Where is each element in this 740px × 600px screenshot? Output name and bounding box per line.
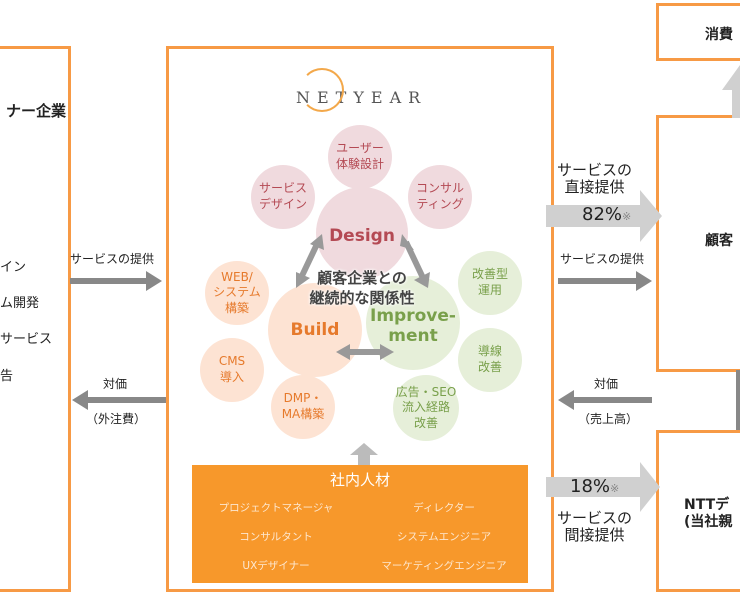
left-pay-arrow xyxy=(72,390,166,410)
note-mark: ※ xyxy=(610,482,620,495)
direct-pct-value: 82% xyxy=(582,204,623,225)
design-item: ユーザー 体験設計 xyxy=(328,125,392,189)
partner-title: ナー企業 xyxy=(6,102,67,120)
design-item: コンサル ティング xyxy=(408,165,472,229)
improvement-item: 改善型 運用 xyxy=(458,251,522,315)
right-service-label: サービスの提供 xyxy=(560,252,645,266)
partner-item: サービス xyxy=(0,332,53,347)
staff-role: マーケティングエンジニア xyxy=(381,560,507,572)
build-item: CMS 導入 xyxy=(200,338,264,402)
note-mark: ※ xyxy=(622,210,632,223)
consumer-up-arrow xyxy=(722,65,740,118)
build-item: WEB/ システム 構築 xyxy=(205,261,269,325)
design-item: サービス デザイン xyxy=(251,165,315,229)
partner-item: 告 xyxy=(0,369,14,384)
staff-up-arrow xyxy=(350,443,378,465)
left-pay-label: 対価 xyxy=(103,377,128,391)
right-indirect-arrow xyxy=(546,462,660,512)
internal-staff-box: 社内人材 プロジェクトマネージャ ディレクター コンサルタント システムエンジニ… xyxy=(192,465,528,583)
partner-box xyxy=(0,46,71,592)
indirect-pct-value: 18% xyxy=(570,476,611,497)
left-service-label: サービスの提供 xyxy=(70,252,155,266)
indirect-label: サービスの 間接提供 xyxy=(557,509,633,545)
partner-item: イン xyxy=(0,260,27,275)
staff-role: UXデザイナー xyxy=(242,560,310,572)
direct-label: サービスの 直接提供 xyxy=(557,161,633,197)
client-label: 顧客 xyxy=(705,233,733,249)
design-circle: Design xyxy=(316,187,408,279)
indirect-pct: 18%※ xyxy=(570,476,619,497)
improvement-item: 導線 改善 xyxy=(458,328,522,392)
core-relationship-text: 顧客企業との 継続的な関係性 xyxy=(309,269,415,308)
consumer-box xyxy=(656,3,740,61)
ntt-label: NTTデ (当社親 xyxy=(684,497,733,530)
right-pay-label: 対価 xyxy=(594,377,619,391)
logo-swirl-icon xyxy=(300,68,344,112)
client-box xyxy=(656,115,740,372)
build-item: DMP・ MA構築 xyxy=(271,375,335,439)
staff-role: コンサルタント xyxy=(239,531,313,543)
staff-role: システムエンジニア xyxy=(396,531,492,543)
staff-role: ディレクター xyxy=(413,502,475,514)
left-service-arrow xyxy=(70,271,162,291)
right-direct-arrow xyxy=(546,190,662,242)
improvement-item: 広告・SEO 流入経路 改善 xyxy=(393,375,459,441)
ntt-up-arrow xyxy=(736,370,740,430)
left-pay-note: （外注費） xyxy=(86,412,147,426)
right-service-arrow xyxy=(558,271,652,291)
direct-pct: 82%※ xyxy=(582,204,631,225)
partner-item: ム開発 xyxy=(0,296,40,311)
ntt-box xyxy=(656,430,740,592)
build-circle: Build xyxy=(268,283,362,377)
staff-title: 社内人材 xyxy=(329,471,390,489)
right-pay-note: （売上高） xyxy=(578,412,639,426)
right-pay-arrow xyxy=(558,390,652,410)
staff-role: プロジェクトマネージャ xyxy=(218,502,334,514)
consumer-label: 消費 xyxy=(705,27,733,43)
